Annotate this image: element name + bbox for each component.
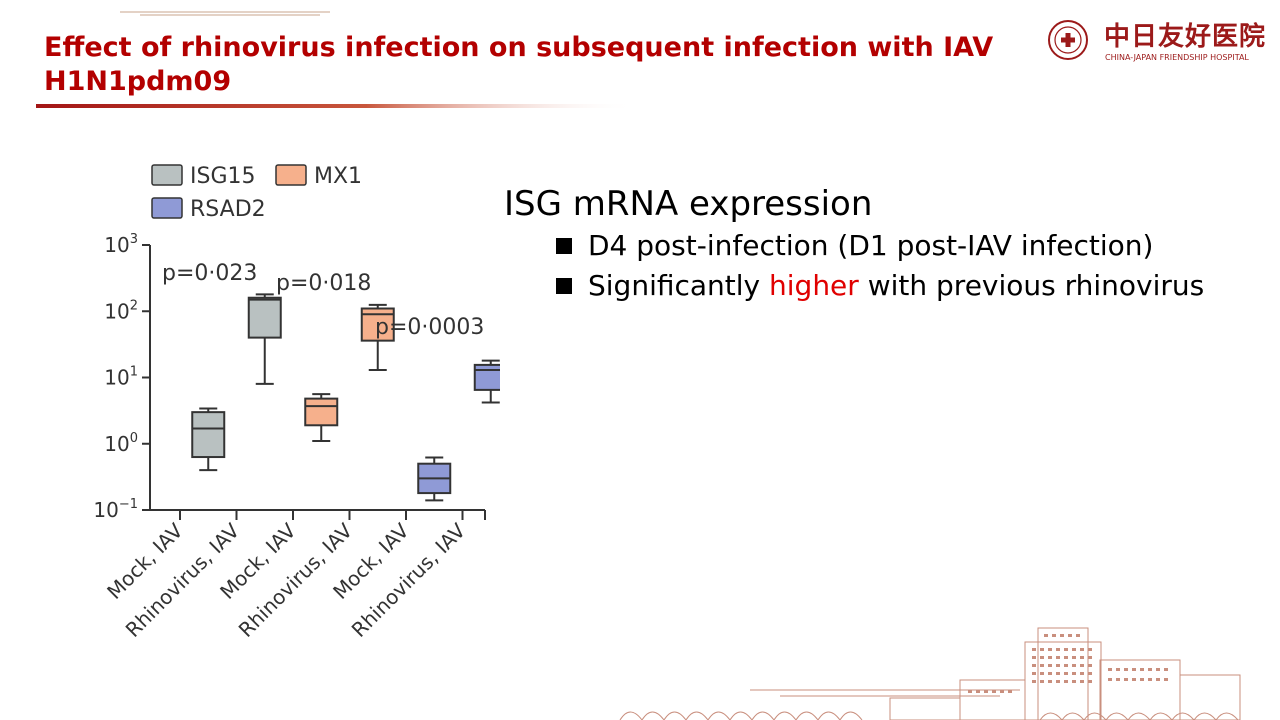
box-iqr — [304, 397, 339, 427]
y-tick-label: 100 — [104, 431, 138, 456]
bullet-text: D4 post-infection (D1 post-IAV infection… — [588, 229, 1154, 262]
y-tick-label: 102 — [104, 298, 138, 323]
box-isg15-rhinovirus — [247, 293, 282, 385]
legend-swatch — [275, 164, 307, 186]
bullet-text: with previous rhinovirus — [858, 269, 1205, 302]
legend-label: RSAD2 — [190, 197, 266, 222]
p-value-annotation: p=0·0003 — [375, 315, 484, 340]
highlight-text: higher — [769, 269, 859, 302]
box-iqr — [247, 296, 282, 339]
box-mx1-mock — [304, 393, 339, 443]
section-heading: ISG mRNA expression — [504, 184, 873, 224]
box-iqr — [473, 363, 500, 391]
box-rsad2-mock — [417, 456, 452, 502]
hospital-logo — [1048, 20, 1088, 60]
p-value-annotation: p=0·018 — [276, 271, 371, 296]
hospital-building-illustration — [619, 627, 1241, 720]
y-tick-label: 103 — [104, 232, 138, 257]
y-tick-label: 101 — [104, 365, 138, 390]
hospital-name-cn: 中日友好医院 — [1104, 22, 1267, 52]
box-rsad2-rhinovirus — [473, 359, 500, 404]
y-tick-label: 10−1 — [93, 497, 138, 522]
text-block: ISG mRNA expression D4 post-infection (D… — [504, 182, 1230, 306]
box-isg15-mock — [191, 407, 226, 472]
bullet-square-icon — [556, 278, 572, 294]
bullet-square-icon — [556, 238, 572, 254]
box-mx1-rhinovirus — [360, 303, 395, 371]
title-decoration — [120, 11, 330, 16]
legend-label: ISG15 — [190, 164, 256, 189]
page-title: Effect of rhinovirus infection on subseq… — [44, 32, 994, 97]
p-value-annotation: p=0·023 — [162, 261, 257, 286]
hospital-emblem-icon — [1048, 20, 1088, 60]
bullet-item: Significantly higher with previous rhino… — [504, 266, 1230, 306]
title-underline — [36, 104, 636, 108]
legend-label: MX1 — [314, 164, 362, 189]
legend-swatch — [151, 164, 183, 186]
legend-swatch — [151, 197, 183, 219]
box-iqr — [191, 411, 226, 459]
bullet-text: Significantly — [588, 269, 770, 302]
hospital-name-en: CHINA-JAPAN FRIENDSHIP HOSPITAL — [1105, 53, 1249, 62]
bullet-item: D4 post-infection (D1 post-IAV infection… — [504, 226, 1230, 266]
